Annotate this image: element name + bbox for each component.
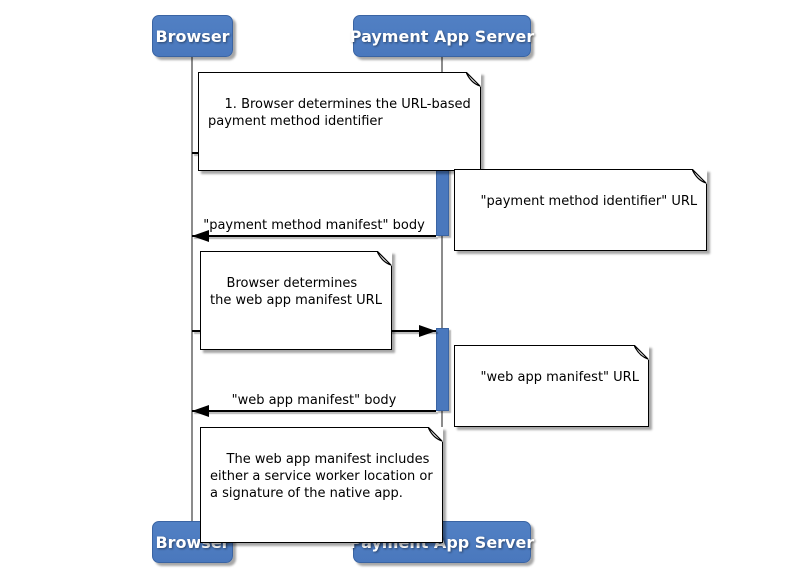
note-text: Browser determines the web app manifest … <box>210 276 382 308</box>
note-web-app-manifest-url: "web app manifest" URL <box>454 345 649 427</box>
note-fold-icon <box>376 251 392 266</box>
note-text: "payment method identifier" URL <box>480 194 698 209</box>
message-web-app-manifest-body-label: "web app manifest" body <box>231 393 397 408</box>
arrow-left-icon <box>192 230 209 242</box>
browser-lifeline <box>191 57 193 521</box>
note-text: 1. Browser determines the URL-based paym… <box>208 97 471 129</box>
message-payment-method-manifest-body-line <box>192 230 436 242</box>
note-fold-icon <box>633 345 649 360</box>
note-fold-icon <box>692 169 707 184</box>
message-web-app-manifest-body: "web app manifest" body <box>192 392 436 417</box>
message-web-app-manifest-body-line <box>192 405 436 417</box>
note-web-app-manifest-contents: The web app manifest includes either a s… <box>200 427 443 543</box>
actor-browser-top: Browser <box>152 15 233 57</box>
actor-browser-top-label: Browser <box>155 26 230 46</box>
actor-payment-app-server-top: Payment App Server <box>349 15 535 57</box>
message-payment-method-manifest-body: "payment method manifest" body <box>192 217 436 242</box>
message-payment-method-manifest-body-label: "payment method manifest" body <box>203 218 425 233</box>
actor-payment-app-server-top-label: Payment App Server <box>349 26 535 46</box>
note-browser-determines-web-app-manifest-url: Browser determines the web app manifest … <box>200 251 392 350</box>
note-payment-method-identifier-url: "payment method identifier" URL <box>454 169 708 251</box>
note-fold-icon <box>465 72 481 87</box>
note-url-based-payment-method-identifier: 1. Browser determines the URL-based paym… <box>198 72 481 171</box>
server-lifeline <box>441 57 443 521</box>
note-text: The web app manifest includes either a s… <box>210 452 433 501</box>
activation-bar-2 <box>436 328 449 411</box>
note-fold-icon <box>427 427 443 442</box>
note-text: "web app manifest" URL <box>480 370 639 385</box>
arrow-left-icon <box>192 405 209 417</box>
arrow-right-icon <box>419 325 436 337</box>
